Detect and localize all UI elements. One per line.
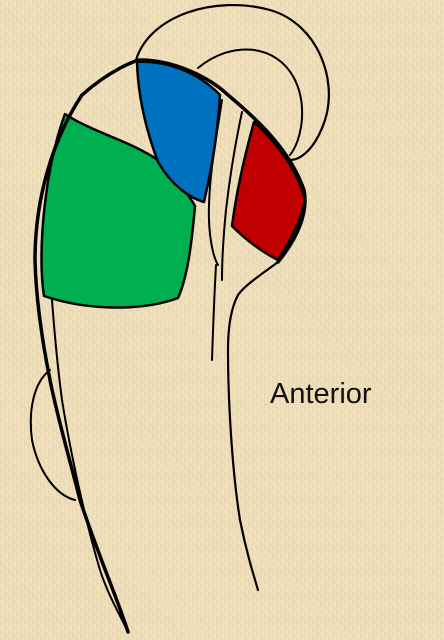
shaft-right-outline	[228, 262, 278, 590]
shaft-left-inner	[52, 300, 128, 632]
shaft-inner-line	[212, 265, 216, 360]
anterior-label: Anterior	[270, 380, 372, 409]
